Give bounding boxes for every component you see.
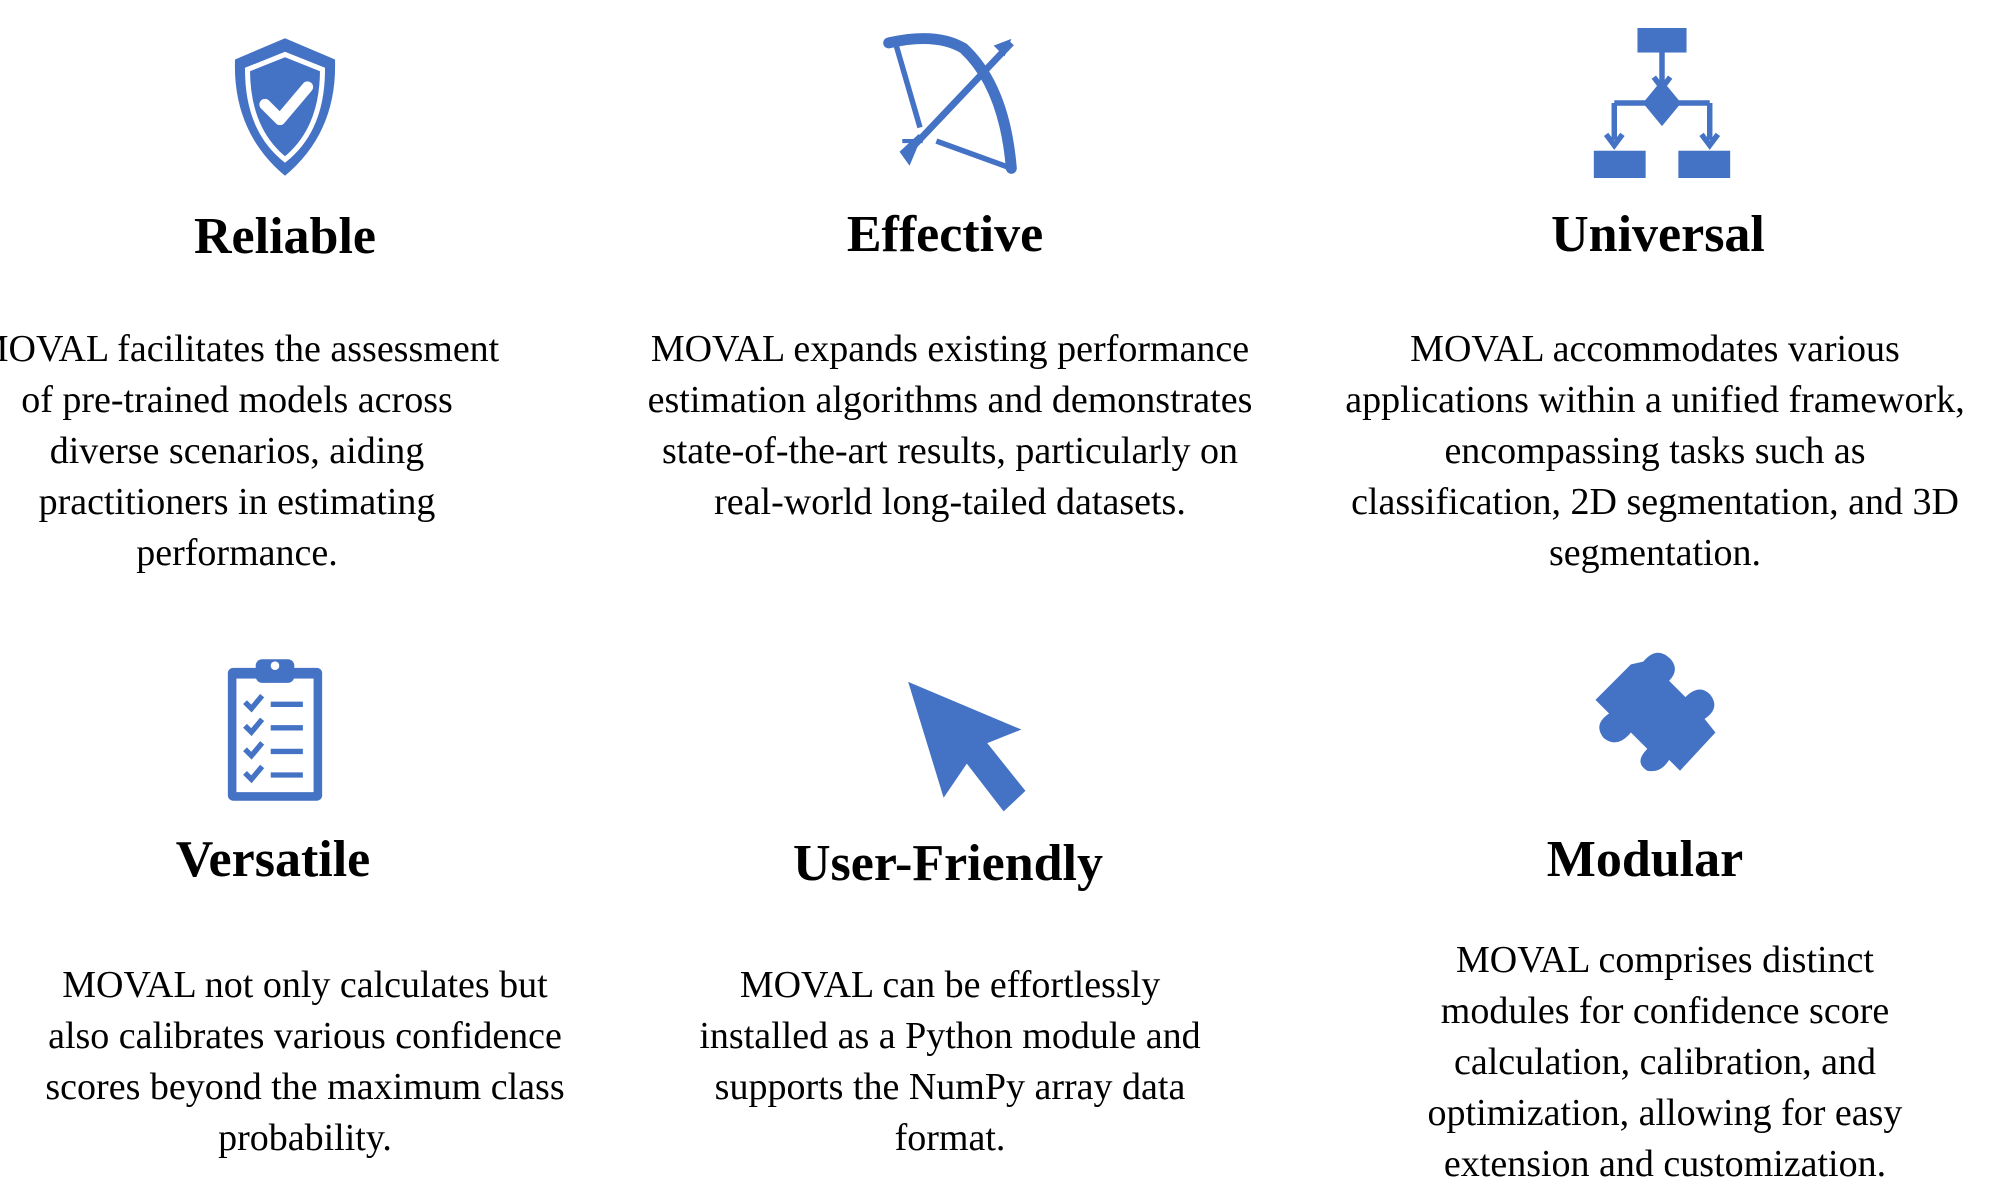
flowchart-icon (1582, 28, 1742, 178)
feature-title-modular: Modular (1546, 831, 1744, 888)
puzzle-piece-icon (1570, 648, 1730, 798)
feature-description-versatile: MOVAL not only calculates but also calib… (45, 964, 565, 1159)
bow-arrow-icon (870, 32, 1030, 182)
feature-title-reliable: Reliable (194, 208, 376, 265)
feature-title-universal: Universal (1551, 206, 1765, 263)
clipboard-checklist-icon (195, 655, 355, 805)
feature-description-effective: MOVAL expands existing performance estim… (647, 328, 1253, 523)
feature-title-versatile: Versatile (175, 831, 371, 888)
feature-title-effective: Effective (846, 206, 1044, 263)
feature-description-reliable: MOVAL facilitates the assessment of pre-… (0, 328, 500, 574)
feature-title-user-friendly: User-Friendly (793, 835, 1103, 892)
feature-description-user-friendly: MOVAL can be effortlessly installed as a… (699, 964, 1201, 1159)
shield-check-icon (205, 32, 365, 182)
feature-description-universal: MOVAL accommodates various applications … (1345, 328, 1965, 574)
cursor-arrow-icon (880, 675, 1040, 825)
feature-description-modular: MOVAL comprises distinct modules for con… (1427, 939, 1903, 1185)
